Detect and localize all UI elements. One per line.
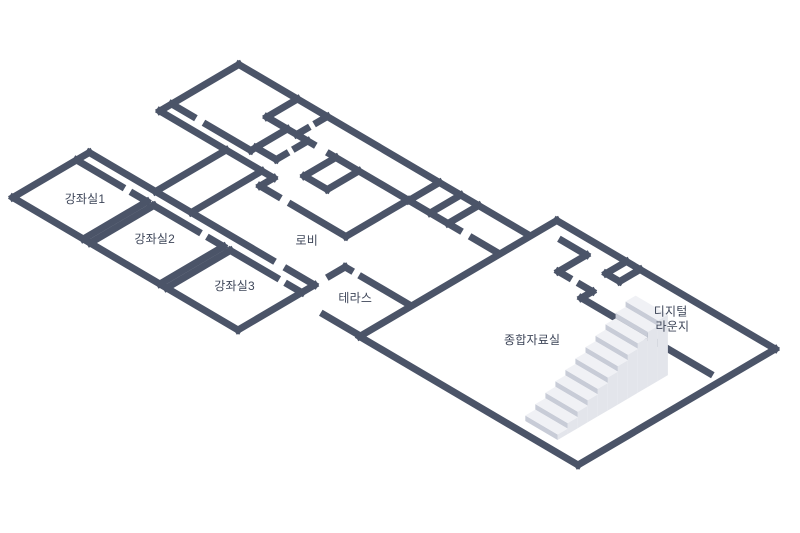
room-label-lecture-room-2: 강좌실2 xyxy=(134,232,175,246)
wall xyxy=(84,147,277,265)
stair-step-tread xyxy=(625,295,668,321)
wall xyxy=(357,272,413,309)
stair-step-riser xyxy=(585,347,618,372)
wall xyxy=(161,245,236,293)
wall xyxy=(425,190,466,218)
stair-step-side xyxy=(657,314,668,381)
wall xyxy=(322,166,364,195)
stair-step-side xyxy=(637,337,648,393)
digital-lounge-line-1: 디지털 xyxy=(654,305,688,319)
wall xyxy=(201,119,256,156)
stair-step-riser xyxy=(595,335,628,361)
stair-step-riser xyxy=(565,369,598,395)
wall xyxy=(186,166,267,218)
wall xyxy=(553,266,574,283)
stair-step-tread xyxy=(575,352,618,378)
wall xyxy=(299,152,341,181)
room-labels: 강좌실1 강좌실2 강좌실3 로비 테라스 종합자료실 디지털 라운지 xyxy=(65,192,691,347)
walls-layer xyxy=(8,59,780,470)
digital-lounge-line-2: 라운지 xyxy=(656,320,690,334)
stair-step-riser xyxy=(545,392,578,418)
stair-step-side xyxy=(587,394,598,423)
wall xyxy=(149,200,203,237)
room-label-reference-room: 종합자료실 xyxy=(504,333,560,347)
stair-step-side xyxy=(557,428,568,440)
room-label-lecture-room-3: 강좌실3 xyxy=(214,279,255,293)
stair-step-riser xyxy=(575,358,608,383)
stair-step-side xyxy=(627,348,638,399)
stair-step-riser xyxy=(625,301,658,326)
staircase xyxy=(525,295,668,440)
stair-step-side xyxy=(617,360,628,405)
wall xyxy=(85,200,159,248)
wall xyxy=(404,177,445,206)
wall xyxy=(155,106,279,183)
wall xyxy=(291,136,313,153)
wall xyxy=(553,250,592,277)
wall xyxy=(225,245,282,283)
stair-step-riser xyxy=(615,312,648,338)
stair-step-riser xyxy=(555,381,588,406)
wall xyxy=(552,215,780,354)
stair-step-side xyxy=(647,326,658,387)
wall xyxy=(299,171,333,195)
wall xyxy=(71,155,127,192)
wall xyxy=(614,264,645,287)
wall xyxy=(601,256,632,279)
wall xyxy=(557,235,592,260)
stair-step-tread xyxy=(525,409,568,435)
stair-step-riser xyxy=(535,404,568,429)
wall xyxy=(234,59,532,239)
stair-step-tread xyxy=(585,341,628,367)
wall xyxy=(354,215,562,342)
stair-step-tread xyxy=(605,318,648,344)
wall xyxy=(282,264,320,290)
wall xyxy=(319,309,366,341)
stair-step-riser xyxy=(605,324,638,349)
stair-step-side xyxy=(597,383,608,417)
stair-step-tread xyxy=(555,375,598,401)
wall xyxy=(325,262,350,281)
wall xyxy=(283,279,307,298)
room-label-lecture-room-1: 강좌실1 xyxy=(65,192,106,206)
stair-step-tread xyxy=(545,386,588,412)
wall xyxy=(155,241,229,289)
wall xyxy=(271,149,291,165)
wall xyxy=(354,331,583,470)
stair-step-riser xyxy=(525,415,558,440)
wall xyxy=(78,196,152,244)
wall xyxy=(166,99,198,122)
wall xyxy=(8,192,243,335)
stair-step-tread xyxy=(615,307,658,332)
wall xyxy=(573,344,780,470)
wall xyxy=(286,199,351,242)
stair-step-side xyxy=(607,371,618,411)
room-label-terrace: 테라스 xyxy=(338,291,372,305)
wall xyxy=(467,233,502,257)
room-label-lobby: 로비 xyxy=(296,234,318,248)
stair-step-side xyxy=(577,405,588,429)
wall xyxy=(325,149,464,235)
wall xyxy=(255,181,283,202)
wall xyxy=(150,145,231,197)
stair-step-tread xyxy=(565,364,608,389)
wall xyxy=(341,195,413,242)
room-label-digital-lounge: 디지털 라운지 xyxy=(654,305,691,334)
stair-step-side xyxy=(567,417,578,435)
stair-step-tread xyxy=(595,329,638,355)
wall xyxy=(443,200,484,229)
wall xyxy=(312,111,333,128)
stair-step-tread xyxy=(535,398,578,424)
wall xyxy=(262,94,303,122)
